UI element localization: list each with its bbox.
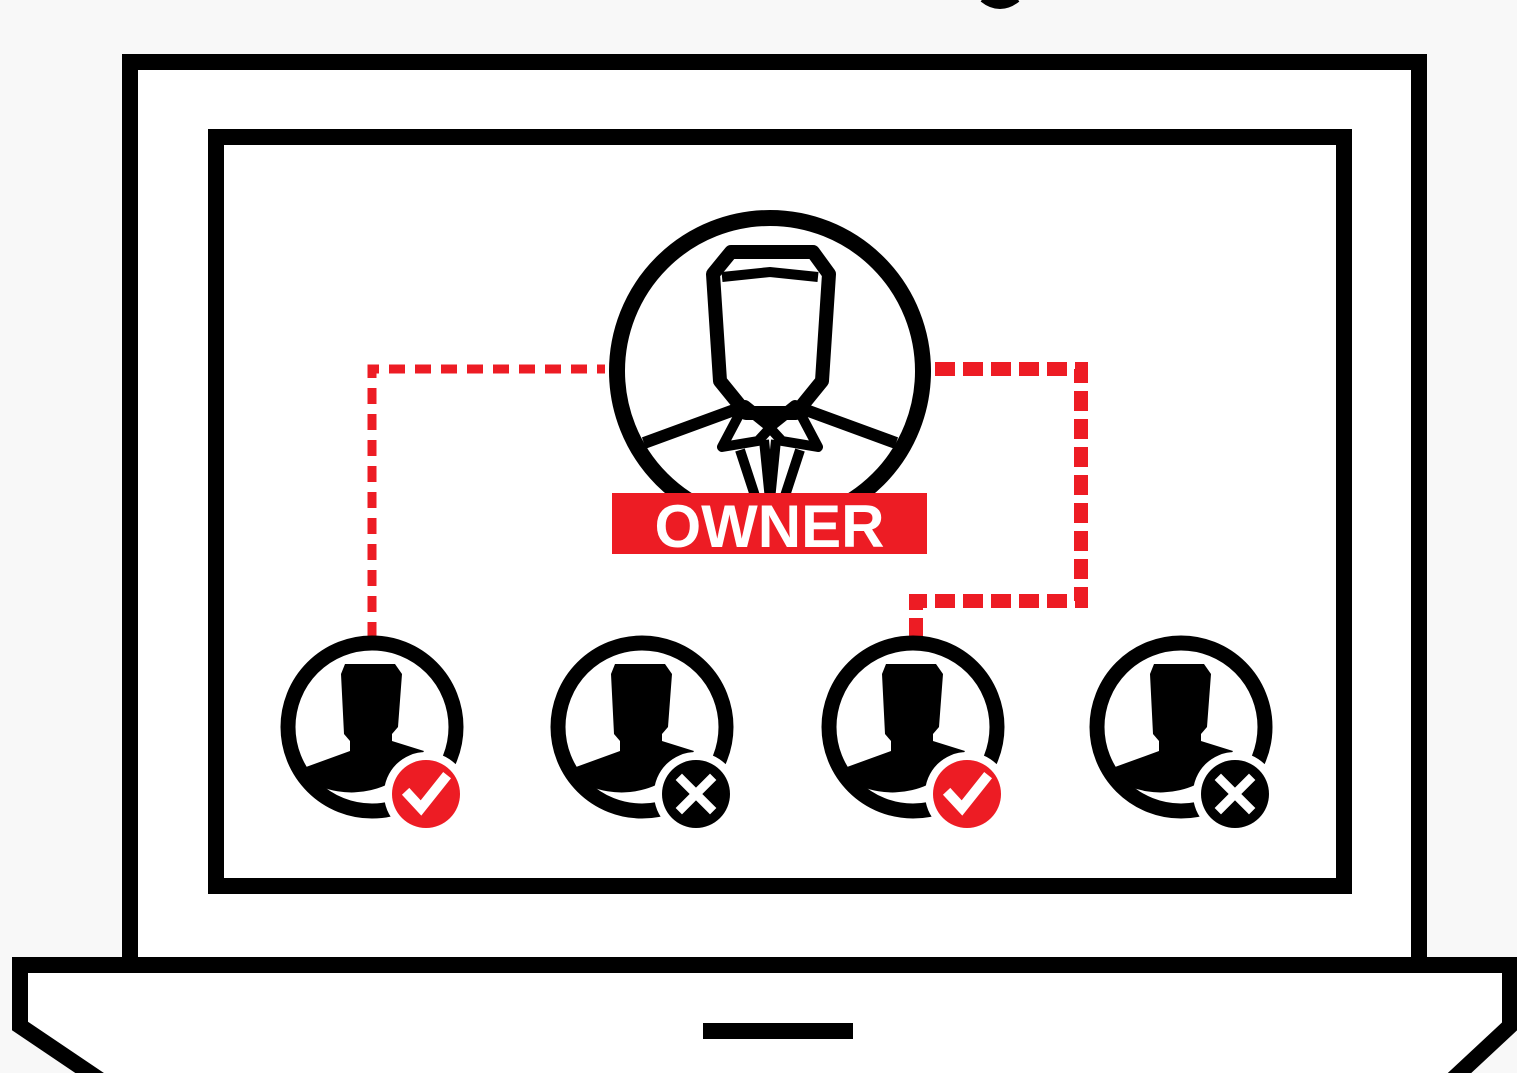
- check-badge-icon: [925, 752, 1009, 836]
- user-2: [558, 643, 738, 836]
- laptop-base: [11, 957, 1517, 1073]
- check-badge-icon: [384, 752, 468, 836]
- user-4: [1097, 643, 1277, 836]
- top-partial-shape: [980, 0, 1020, 9]
- user-1: [288, 643, 468, 836]
- x-badge-icon: [654, 752, 738, 836]
- owner-label-badge: OWNER: [612, 493, 927, 560]
- owner-to-user-1-connector: [367, 364, 605, 638]
- x-badge-icon: [1193, 752, 1277, 836]
- user-3: [829, 643, 1009, 836]
- trackpad-slot: [703, 1023, 853, 1039]
- owner-to-user-3-connector: [909, 362, 1088, 638]
- owner-label: OWNER: [655, 493, 885, 560]
- owner-person-with-tie-icon: [609, 210, 931, 532]
